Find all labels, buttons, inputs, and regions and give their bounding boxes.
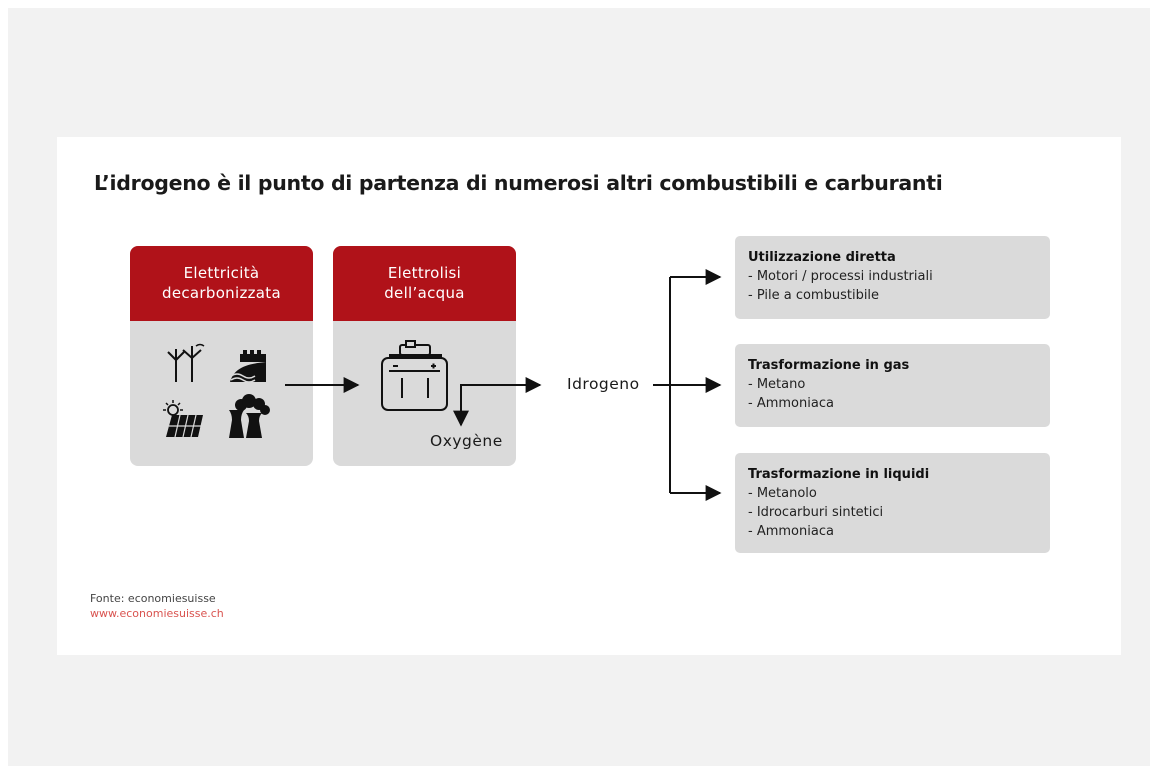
output-gas: Trasformazione in gas - Metano - Ammonia… (735, 344, 1050, 427)
electrolysis-box-header: Elettrolisi dell’acqua (333, 246, 516, 321)
output-direct-use-heading: Utilizzazione diretta (748, 250, 896, 265)
electrolyzer-icon (381, 340, 448, 411)
output-liquids: Trasformazione in liquidi - Metanolo - I… (735, 453, 1050, 553)
list-item: - Ammoniaca (748, 524, 834, 539)
electrolysis-line2: dell’acqua (384, 284, 465, 302)
electricity-box-header: Elettricità decarbonizzata (130, 246, 313, 321)
list-item: - Metanolo (748, 486, 817, 501)
diagram-title: L’idrogeno è il punto di partenza di num… (94, 171, 943, 195)
list-item: - Metano (748, 377, 806, 392)
source-label: Fonte: economiesuisse (90, 592, 216, 605)
electricity-line1: Elettricità (183, 264, 260, 282)
list-item: - Idrocarburi sintetici (748, 505, 884, 520)
output-liquids-heading: Trasformazione in liquidi (748, 467, 930, 482)
electricity-line2: decarbonizzata (162, 284, 281, 302)
electricity-box: Elettricità decarbonizzata (130, 246, 313, 466)
power-plant-icon (229, 394, 270, 438)
output-gas-heading: Trasformazione in gas (748, 358, 910, 373)
solar-panel-icon (163, 400, 203, 438)
hydrogen-label: Idrogeno (567, 375, 640, 393)
flow-arrows (285, 269, 722, 501)
list-item: - Ammoniaca (748, 396, 834, 411)
list-item: - Motori / processi industriali (748, 269, 933, 284)
hydro-dam-icon (230, 350, 266, 383)
source-note: Fonte: economiesuisse www.economiesuisse… (90, 591, 224, 621)
wind-turbine-icon (167, 343, 205, 382)
electrolysis-line1: Elettrolisi (387, 264, 462, 282)
oxygen-label: Oxygène (430, 432, 503, 450)
output-direct-use: Utilizzazione diretta - Motori / process… (735, 236, 1050, 319)
electrolysis-box: Elettrolisi dell’acqua (333, 246, 516, 466)
source-link[interactable]: www.economiesuisse.ch (90, 607, 224, 620)
list-item: - Pile a combustibile (748, 288, 880, 303)
